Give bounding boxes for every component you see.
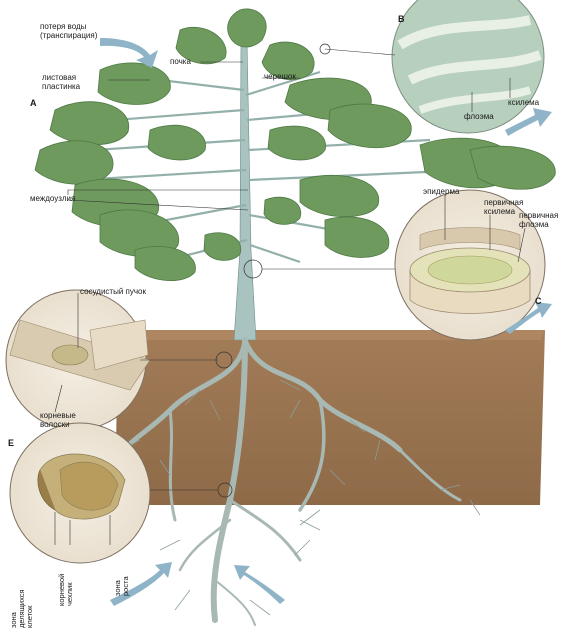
leaf (327, 103, 412, 149)
figure-letter-e: E (8, 438, 15, 448)
leaf (147, 124, 206, 161)
leaves (34, 8, 556, 282)
label-vascular-bundle: сосудистый пучок (80, 287, 146, 296)
label-primary-xylem: первичная ксилема (484, 198, 524, 216)
transpiration-arrow (100, 38, 158, 68)
fine-roots (124, 379, 481, 616)
label-phloem: флоэма (464, 112, 494, 121)
leaf (34, 140, 114, 185)
label-petiole: черешок (264, 72, 296, 81)
label-water-loss: потеря воды (транспирация) (40, 22, 98, 40)
leaf (299, 174, 380, 218)
label-xylem: ксилема (508, 98, 540, 107)
leaf (469, 145, 556, 190)
label-growth-zone: зона роста (113, 576, 130, 596)
label-internodes: междоузлия (30, 194, 76, 203)
soil-block (115, 330, 545, 505)
inset-b-phloem-xylem (319, 0, 545, 134)
label-dividing-zone: зона делящихся клеток (9, 589, 34, 628)
roots (117, 337, 462, 626)
figure-letter-a: A (30, 98, 37, 108)
label-root-cap: корневой чехлик (57, 573, 74, 606)
outgoing-water-arrow-top (505, 108, 552, 136)
inset-c-stem-cross-section (243, 189, 546, 341)
leaf (175, 27, 227, 65)
leaf (267, 125, 326, 161)
leader-lines (54, 61, 526, 545)
leaf (227, 8, 267, 48)
figure-letter-c: C (535, 296, 542, 306)
leaf (134, 246, 196, 282)
inset-vascular-bundle (5, 289, 233, 431)
label-bud: почка (170, 57, 191, 66)
water-uptake-arrow-left (110, 562, 172, 606)
flow-arrows (100, 38, 552, 606)
leaf (203, 232, 242, 261)
leaf (324, 216, 390, 258)
water-uptake-arrow-right (234, 565, 285, 604)
label-root-hairs: корневые волоски (40, 411, 76, 429)
label-epidermis: эпидерма (423, 187, 460, 196)
leaf (263, 196, 302, 225)
label-leaf-blade: листовая пластинка (42, 73, 81, 91)
leaf (99, 209, 180, 258)
leaf (97, 62, 171, 105)
outgoing-water-arrow-mid (505, 302, 552, 334)
label-primary-phloem: первичная флоэма (519, 211, 559, 229)
leaf (49, 101, 130, 145)
figure-letter-b: B (398, 14, 405, 24)
inset-e-root-tip (9, 422, 233, 564)
leaf (261, 41, 315, 81)
